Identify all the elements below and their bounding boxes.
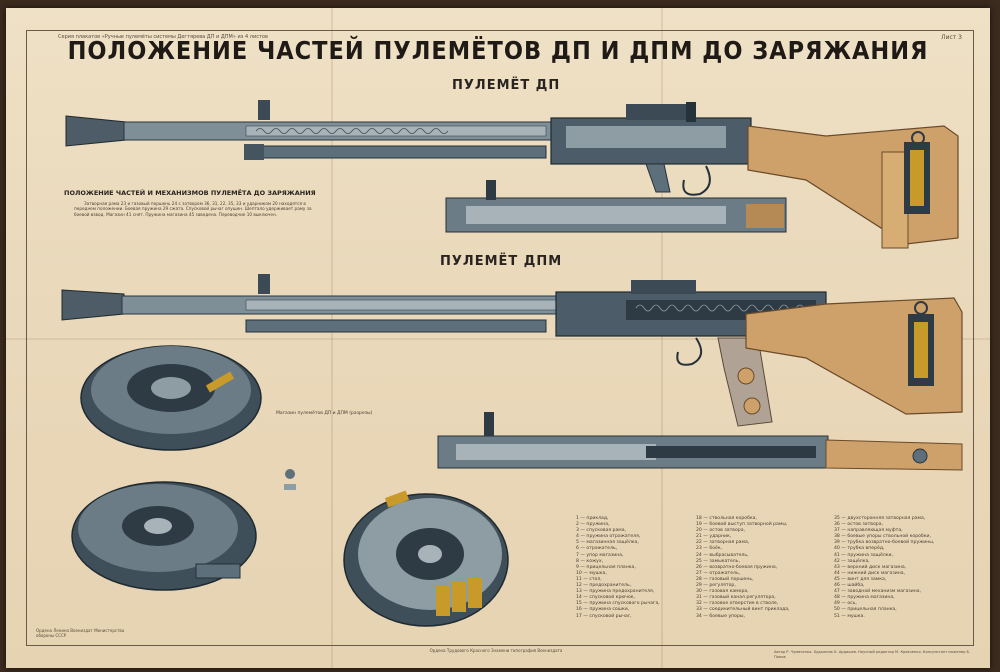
legend-item: 11 — стол, [576,576,602,582]
legend-item: 15 — пружина спускового рычага, [576,601,660,607]
fold-line [661,8,663,668]
legend-item: 38 — боевые упоры ствольной коробки, [834,534,931,540]
legend-item: 40 — трубка вперёд, [834,546,885,552]
legend-item: 48 — пружина магазина, [834,595,895,601]
legend-item: 33 — соединительный винт приклада, [696,607,790,613]
legend-item: 44 — нижний диск магазина, [834,570,906,576]
legend-column-1: 1 — приклад, 2 — пружина, 3 — спусковая … [576,516,660,620]
legend-item: 41 — пружина защёлки, [834,552,893,558]
legend-item: 3 — спусковая рама, [576,528,627,534]
legend-item: 14 — спусковой крючок, [576,595,635,601]
legend-item: 46 — шайба, [834,583,865,589]
legend-item: 49 — ось, [834,601,857,607]
drum-caption: Магазин пулемётов ДП и ДПМ (разрезы) [276,411,373,416]
legend-item: 16 — пружина сошки, [576,607,630,613]
legend-item: 28 — газовый поршень, [696,576,754,582]
legend-item: 17 — спусковой рычаг, [576,613,632,619]
footer-credits: Автор Р. Чумаченко. Художник Б. Ардашев.… [774,650,971,659]
sheet-label: Лист 3 [941,34,962,41]
weapon-illustrations [61,100,963,627]
legend-item: 2 — пружина, [576,522,610,528]
dp-machine-gun [65,100,959,249]
poster-frame [26,30,974,646]
legend-item: 31 — газовый канал регулятора, [696,595,776,601]
legend-item: 13 — пружина предохранителя, [576,589,655,595]
subtitle-dpm: ПУЛЕМЁТ ДПМ [440,254,563,269]
legend-item: 47 — заводной механизм магазина, [834,589,921,595]
legend-item: 8 — кожух, [576,558,604,564]
legend-item: 45 — винт для замка, [834,576,887,582]
legend-item: 26 — возвратно-боевая пружина, [696,564,778,570]
fold-line [331,8,333,668]
legend-item: 9 — прицельная планка, [576,564,636,570]
legend-item: 36 — остов затвора, [834,522,883,528]
legend-item: 35 — двухсторонняя затворная рама, [834,516,926,521]
legend-item: 21 — ударник, [696,534,732,540]
legend-item: 23 — боёк, [696,546,723,552]
poster-title: ПОЛОЖЕНИЕ ЧАСТЕЙ ПУЛЕМЁТОВ ДП И ДПМ ДО З… [67,36,929,65]
legend-item: 50 — прицельная планка, [834,607,897,613]
legend-item: 19 — боевой выступ затворной рамы, [696,522,788,528]
legend-item: 1 — приклад, [576,516,609,521]
legend-column-2: 18 — ствольная коробка, 19 — боевой выст… [696,516,790,620]
section-heading: ПОЛОЖЕНИЕ ЧАСТЕЙ И МЕХАНИЗМОВ ПУЛЕМЁТА Д… [64,189,316,197]
legend-item: 24 — выбрасыватель, [696,552,749,558]
legend-column-3: 35 — двухсторонняя затворная рама, 36 — … [834,516,934,620]
legend-item: 12 — предохранитель, [576,583,632,589]
legend-item: 34 — боевые упоры, [696,613,745,619]
legend-item: 7 — упор магазина, [576,552,624,558]
legend-item: 42 — защёлка, [834,558,870,564]
footer-publisher: Ордена Ленина Воениздат Министерства обо… [36,628,125,638]
legend-item: 29 — регулятор, [696,583,736,589]
legend-item: 39 — трубка возвратно-боевой пружины, [834,540,935,546]
legend-item: 18 — ствольная коробка, [696,516,757,521]
legend-item: 4 — пружина отражателя, [576,534,641,540]
drum-magazines [71,345,509,627]
description-text: Затворная рама 23 и газовый поршень 24 с… [74,201,312,217]
legend-item: 32 — газовое отверстие в стволе, [696,601,779,607]
series-header: Серия плакатов «Ручные пулемёты системы … [58,34,268,40]
legend-item: 25 — замыкатель, [696,558,740,564]
legend-item: 6 — отражатель, [576,546,618,552]
subtitle-dp: ПУЛЕМЁТ ДП [452,78,561,93]
poster-sheet: Серия плакатов «Ручные пулемёты системы … [6,8,990,668]
legend-item: 10 — мушка, [576,570,607,576]
legend-item: 51 — мушка. [834,613,865,619]
legend-item: 43 — верхний диск магазина, [834,564,907,570]
legend-item: 20 — остов затвора, [696,528,745,534]
legend-item: 30 — газовая камора, [696,589,749,595]
legend-item: 5 — магазинная защёлка, [576,540,639,546]
footer-printer: Ордена Трудового Красного Знамени типогр… [429,648,563,653]
fold-line [6,338,990,340]
legend-item: 37 — направляющая муфта, [834,528,903,534]
dpm-machine-gun [61,274,963,471]
legend-item: 22 — затворная рама, [696,540,750,546]
legend-item: 27 — отражатель, [696,570,741,576]
